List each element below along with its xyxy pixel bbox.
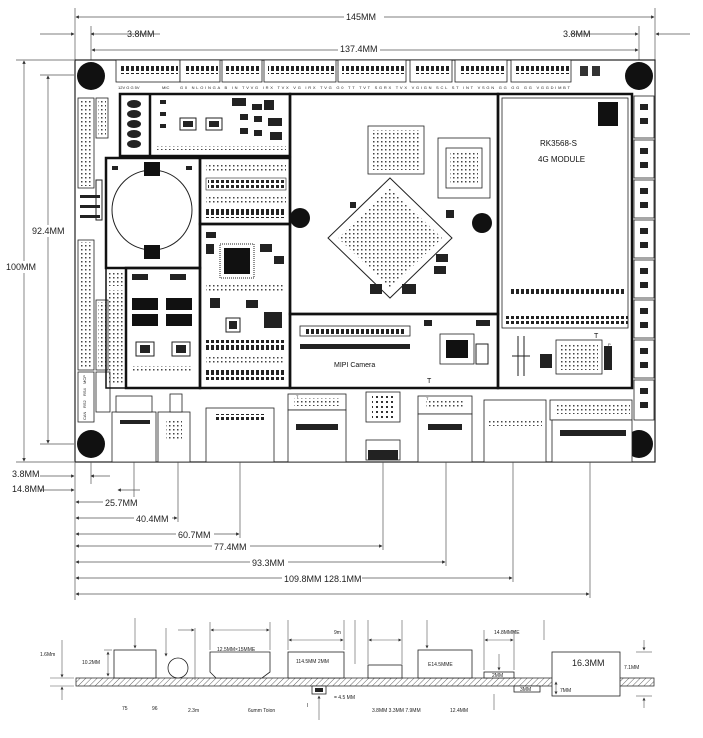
side-dim-slot2: 114.5MM 2MM: [296, 659, 329, 665]
left-side-smd: [80, 179, 103, 221]
pin-mark-eth: T: [426, 396, 429, 401]
side-dim-75: 75: [122, 706, 128, 712]
top-connector-pins: [120, 66, 600, 76]
side-dim-23: 2.3m: [188, 708, 199, 714]
side-pin-p: P: [608, 342, 611, 347]
side-dim-slot3: E14.5MME: [428, 662, 453, 668]
side-dim-45: = 4.5 MM: [334, 695, 355, 701]
side-dim-38: 3.8MM 3.3MM 7.9MM: [372, 708, 421, 714]
left-pin-dots-1: [80, 100, 92, 186]
btn-label-rs2: RS2: [82, 399, 87, 408]
left-pin-dots-3: [98, 100, 106, 136]
pin-mark-camera: T: [427, 378, 432, 385]
side-pin-s: S: [608, 350, 611, 355]
dim-bottom-hole: 3.8MM: [12, 469, 40, 479]
dim-right-offset: 3.8MM: [563, 29, 591, 39]
dim-left-offset: 3.8MM: [127, 29, 155, 39]
dim-conn-1: 25.7MM: [105, 498, 138, 508]
dim-conn-4: 77.4MM: [214, 542, 247, 552]
btn-label-mcp: MCP: [82, 375, 87, 384]
bottom-connector-details: [120, 396, 630, 460]
module-sub: 4G MODULE: [538, 155, 585, 164]
dim-inner-width: 137.4MM: [340, 44, 378, 54]
side-dim-7mm: 7MM: [560, 688, 571, 694]
camera-label: MIPI Camera: [334, 362, 375, 369]
dim-conn-6: 109.8MM 128.1MM: [284, 574, 362, 584]
mounting-hole-top-left: [77, 62, 105, 90]
side-dim-slot1: 12.5MM×15MME: [217, 647, 256, 653]
side-dim-slot5: 16.3MM: [572, 658, 605, 668]
left-pin-dots-2: [80, 242, 92, 368]
left-pin-dots-4: [98, 302, 106, 368]
side-dim-96: 96: [152, 706, 158, 712]
side-pin-d: D: [608, 366, 611, 371]
right-terminal-pins: [640, 104, 648, 408]
dim-conn-3: 60.7MM: [178, 530, 211, 540]
pin-mark-module: T: [594, 333, 599, 340]
soc-area: [288, 92, 500, 316]
side-dim-slot4: 14.8MMME: [494, 630, 520, 636]
dim-overall-width: 145MM: [346, 12, 376, 22]
side-view-dim-lines: [50, 618, 652, 720]
module-name: RK3568-S: [540, 139, 577, 148]
silk-top-text: G0 NLOINGA B IN TVVG IRX TVX VG IRX TVG …: [180, 85, 571, 90]
mounting-hole-top-right: [625, 62, 653, 90]
dim-conn-2: 40.4MM: [136, 514, 169, 524]
side-dim-top9: 9m: [334, 630, 341, 636]
side-dim-left-height: 1.6Mm: [40, 652, 55, 658]
btn-label-can: CAN: [82, 411, 87, 420]
side-pin-a: A: [608, 358, 611, 363]
side-dim-depth: 7.1MM: [624, 665, 639, 671]
left-button-block: [77, 371, 111, 423]
mounting-hole-bottom-left: [77, 430, 105, 458]
dim-inner-height: 92.4MM: [32, 226, 65, 236]
pin-mark-vga: T: [296, 394, 299, 399]
side-dim-slot-pin: I: [307, 703, 308, 709]
camera-block: [288, 312, 500, 390]
power-block: [105, 266, 202, 390]
header-power-label: 12V G G 5V: [118, 85, 140, 90]
side-view: [75, 649, 655, 697]
side-dim-6: 6umm Toion: [248, 708, 275, 714]
dim-conn-5: 93.3MM: [252, 558, 285, 568]
header-mic-label: MIC: [162, 85, 169, 90]
side-dim-124: 12.4MM: [450, 708, 468, 714]
side-dim-3mm: 3MM: [520, 687, 531, 693]
btn-label-rs4: RS4: [82, 387, 87, 396]
rk-module-block: [496, 92, 634, 390]
side-dim-h1: 10.2MM: [82, 660, 100, 666]
dim-bottom-edge: 14.8MM: [12, 484, 45, 494]
side-dim-2mm: 2MM: [492, 673, 503, 679]
bottom-left-dimensions: [40, 462, 140, 600]
right-terminal-blocks: [633, 95, 655, 421]
dim-overall-height: 100MM: [6, 262, 36, 272]
